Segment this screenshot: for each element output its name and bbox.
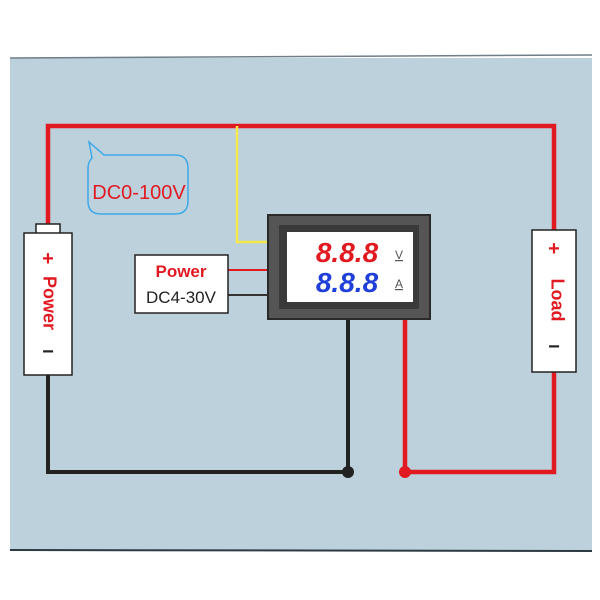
panel-bottom-edge	[9, 549, 593, 552]
red-wire-top	[45, 123, 557, 232]
meter-screen	[287, 232, 413, 302]
load-box	[531, 229, 577, 373]
panel-top-edge	[9, 54, 593, 59]
power-battery-label: Power	[39, 276, 59, 330]
current-unit: A	[395, 277, 403, 291]
power-minus-sign: −	[42, 341, 54, 363]
yellow-sense-wire	[235, 126, 270, 244]
voltage-unit: V	[395, 248, 403, 262]
junction-red	[399, 466, 411, 478]
callout-bubble	[87, 140, 189, 215]
meter-supply-title: Power	[155, 262, 206, 281]
load-plus-sign: +	[548, 238, 560, 260]
power-plus-sign: +	[42, 248, 54, 270]
current-reading: 8.8.8	[316, 267, 379, 298]
voltage-reading: 8.8.8	[316, 237, 379, 268]
load-label: Load	[547, 279, 567, 322]
meter-supply-box	[134, 254, 229, 314]
black-wire-bottom	[46, 318, 350, 474]
load-minus-sign: −	[548, 336, 560, 358]
callout-text: DC0-100V	[92, 182, 186, 204]
red-wire-bottom	[402, 318, 557, 475]
power-battery	[23, 232, 73, 376]
junction-black	[342, 466, 354, 478]
meter-supply-range: DC4-30V	[146, 288, 217, 307]
